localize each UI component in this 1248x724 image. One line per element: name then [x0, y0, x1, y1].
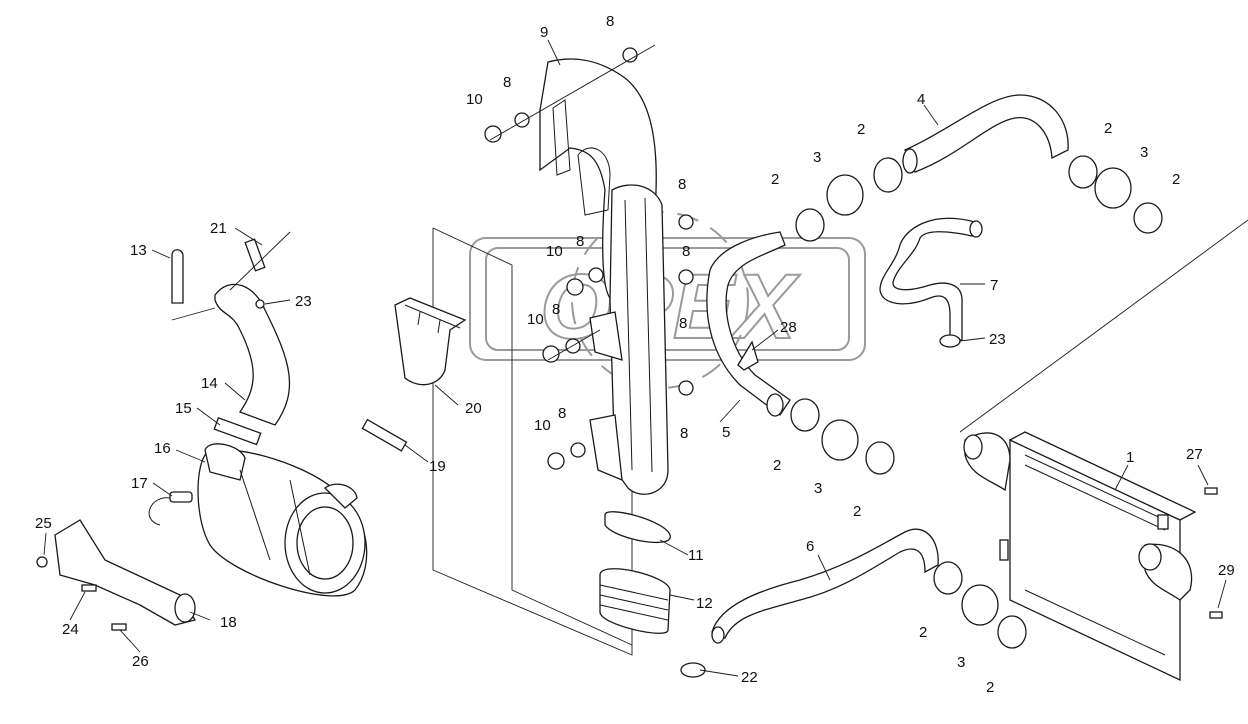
callout-8: 8: [552, 301, 560, 318]
bolt-part-26: [111, 623, 127, 631]
callout-10: 10: [534, 417, 551, 434]
callout-2: 2: [853, 503, 861, 520]
callout-8: 8: [503, 74, 511, 91]
bolt-part-29: [1209, 611, 1223, 619]
watermark-logo: OPEX: [469, 211, 866, 389]
gasket-part-11: [604, 511, 671, 543]
callout-10: 10: [527, 311, 544, 328]
pipe-part-5: [589, 184, 791, 495]
callout-5: 5: [722, 424, 730, 441]
callout-15: 15: [175, 400, 192, 417]
intercooler-part-1: [963, 431, 1197, 682]
callout-8: 8: [606, 13, 614, 30]
callout-27: 27: [1186, 446, 1203, 463]
callout-18: 18: [220, 614, 237, 631]
callout-6: 6: [806, 538, 814, 555]
inlet-part-20: [394, 297, 467, 386]
callout-26: 26: [132, 653, 149, 670]
callout-8: 8: [678, 176, 686, 193]
callout-24: 24: [62, 621, 79, 638]
callout-3: 3: [813, 149, 821, 166]
bolt-part-27: [1204, 487, 1218, 495]
callout-2: 2: [1172, 171, 1180, 188]
callout-28: 28: [780, 319, 797, 336]
callout-9: 9: [540, 24, 548, 41]
callout-20: 20: [465, 400, 482, 417]
leader-lines: [43, 39, 1227, 677]
callout-13: 13: [130, 242, 147, 259]
tube-part-6: [711, 528, 939, 644]
callout-8: 8: [576, 233, 584, 250]
bracket-part-18: [54, 519, 197, 626]
callout-23: 23: [295, 293, 312, 310]
callout-22: 22: [741, 669, 758, 686]
clamp-part-19: [361, 418, 408, 452]
clamp-part-15: [213, 417, 262, 446]
sensor-part-17: [148, 491, 193, 526]
callout-11: 11: [688, 547, 704, 564]
bellows-part-12: [599, 568, 671, 634]
hose-couplings: [766, 167, 1132, 626]
callout-17: 17: [131, 475, 148, 492]
callout-labels: 1 2 2 2 2 2 2 2 2 3 3 3 3 4 5 6 7 8 8 8 …: [35, 13, 1235, 696]
callout-10: 10: [546, 243, 563, 260]
callout-2: 2: [773, 457, 781, 474]
callout-3: 3: [1140, 144, 1148, 161]
air-filter-part-16: [197, 443, 368, 597]
callout-8: 8: [558, 405, 566, 422]
hose-part-7: [879, 217, 983, 341]
callout-2: 2: [919, 624, 927, 641]
nuts-and-washers: [484, 44, 694, 470]
callout-21: 21: [210, 220, 227, 237]
callout-2: 2: [857, 121, 865, 138]
callout-19: 19: [429, 458, 446, 475]
watermark-text: OPEX: [540, 256, 800, 358]
callout-2: 2: [771, 171, 779, 188]
bolt-part-24: [81, 584, 97, 592]
callout-10: 10: [466, 91, 483, 108]
callout-29: 29: [1218, 562, 1235, 579]
callout-8: 8: [680, 425, 688, 442]
callout-25: 25: [35, 515, 52, 532]
nut-part-25: [36, 556, 48, 568]
callout-14: 14: [201, 375, 218, 392]
callout-23: 23: [989, 331, 1006, 348]
hose-part-14: [171, 231, 291, 426]
tube-part-4: [902, 94, 1069, 174]
callout-12: 12: [696, 595, 713, 612]
callout-2: 2: [1104, 120, 1112, 137]
callout-3: 3: [957, 654, 965, 671]
callout-4: 4: [917, 91, 925, 108]
callout-1: 1: [1126, 449, 1134, 466]
callout-8: 8: [682, 243, 690, 260]
callout-7: 7: [990, 277, 998, 294]
callout-16: 16: [154, 440, 171, 457]
callout-2: 2: [986, 679, 994, 696]
callout-8: 8: [679, 315, 687, 332]
hose-clamps: [680, 155, 1163, 678]
callout-3: 3: [814, 480, 822, 497]
